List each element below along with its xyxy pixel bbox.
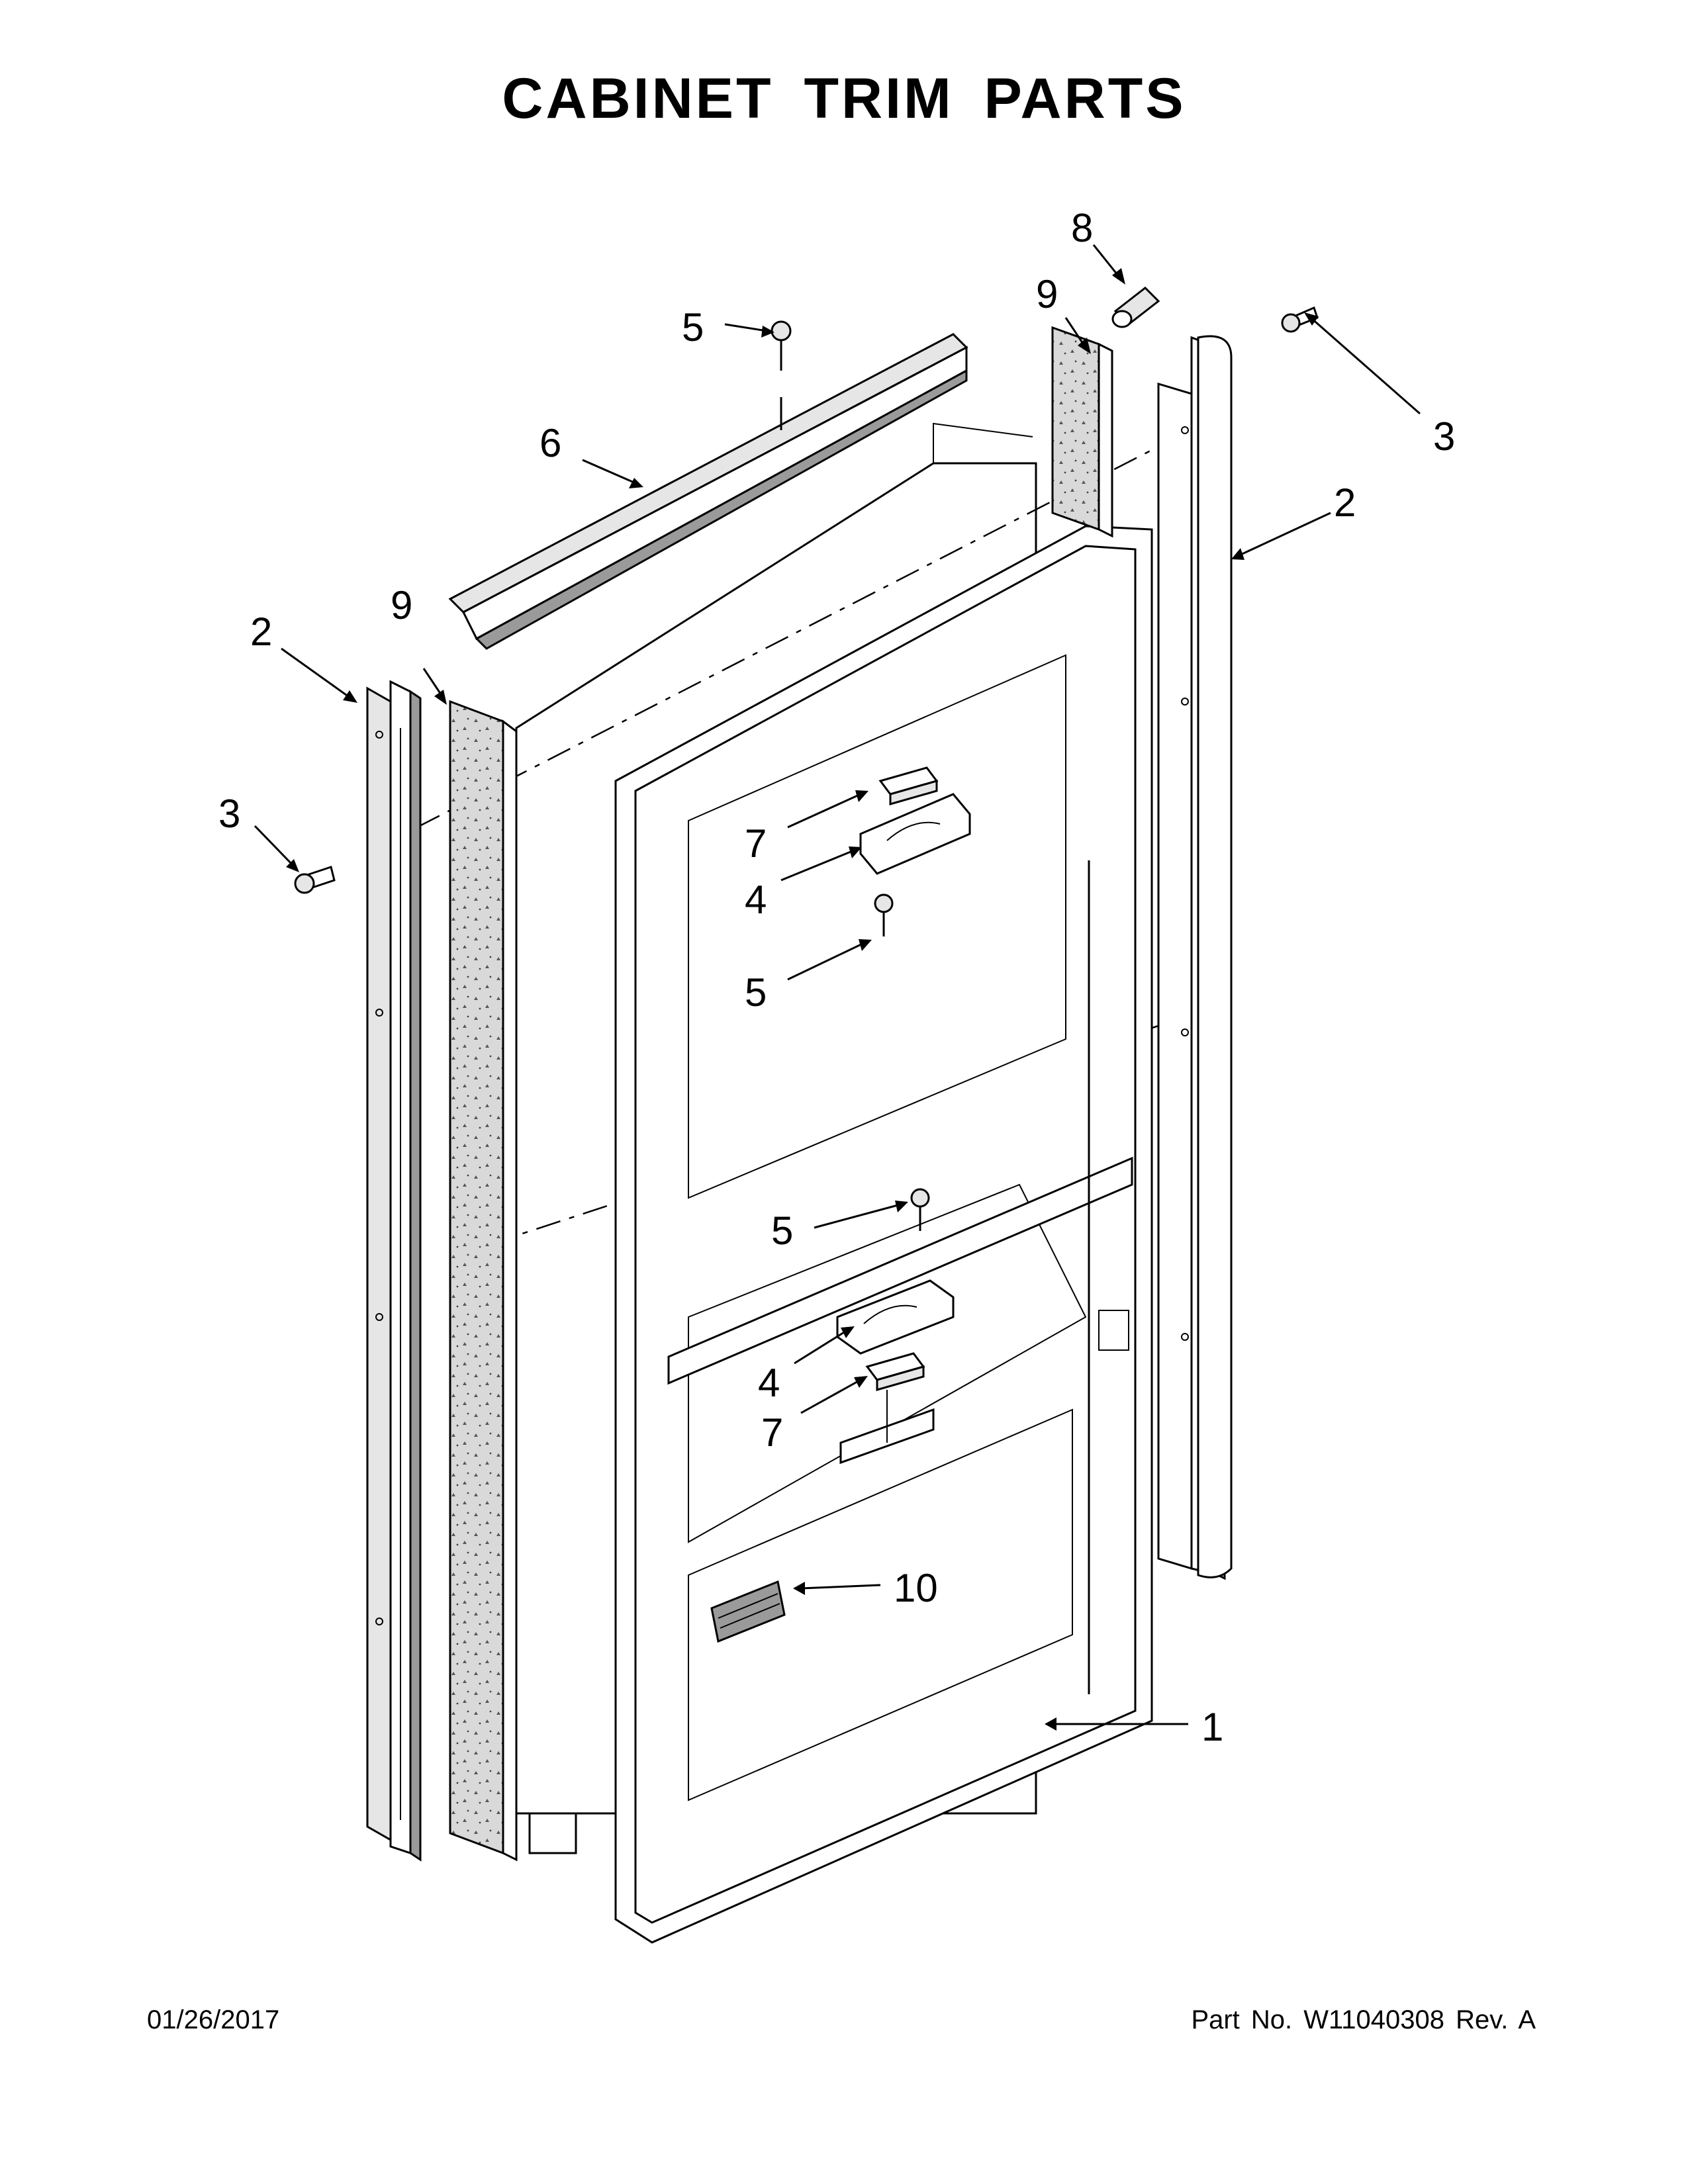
callout-4-lower: 4 (758, 1361, 780, 1405)
callout-7-lower: 7 (761, 1410, 783, 1455)
part-5-lower-screw (910, 1188, 930, 1231)
lower-mount-plate (839, 1390, 935, 1465)
callout-5-top: 5 (682, 305, 704, 349)
part-2-left-side-trim (366, 680, 422, 1862)
part-2-right-side-trim (1157, 335, 1233, 1580)
part-10-grille (710, 1580, 786, 1643)
part-5-upper-screw (874, 893, 894, 936)
part-4-upper-bracket (859, 793, 971, 875)
part-9-left-foam-strip (449, 700, 518, 1862)
callout-6: 6 (539, 421, 561, 465)
callout-9-left: 9 (391, 583, 412, 627)
part-3-left-screw (294, 866, 336, 894)
part-5-top-screw (771, 320, 792, 430)
callout-9-right: 9 (1036, 272, 1058, 316)
callout-5-lower: 5 (771, 1208, 793, 1253)
callout-2-right: 2 (1334, 480, 1356, 525)
part-1-frame-trim (614, 525, 1153, 1944)
part-9-right-foam-pad (1051, 326, 1113, 538)
part-7-upper-clip (878, 766, 939, 805)
page-title: CABINET TRIM PARTS (502, 67, 1186, 130)
callout-8: 8 (1071, 206, 1093, 250)
callout-4-upper: 4 (745, 878, 767, 922)
callout-3-left: 3 (218, 792, 240, 836)
callout-2-left: 2 (250, 610, 272, 654)
part-7-lower-clip (865, 1352, 925, 1391)
callout-10: 10 (894, 1566, 938, 1610)
footer-part-number: Part No. W11040308 Rev. A (1191, 2005, 1536, 2034)
callout-7-upper: 7 (745, 821, 767, 866)
leader-lines (254, 244, 1421, 1731)
callout-5-upper: 5 (745, 970, 767, 1015)
part-6-top-trim (448, 333, 968, 650)
callout-1: 1 (1201, 1705, 1223, 1749)
part-3-right-screw (1281, 306, 1319, 333)
callout-3-right: 3 (1433, 414, 1455, 459)
footer-date: 01/26/2017 (147, 2005, 280, 2034)
part-8-pin (1111, 287, 1160, 328)
